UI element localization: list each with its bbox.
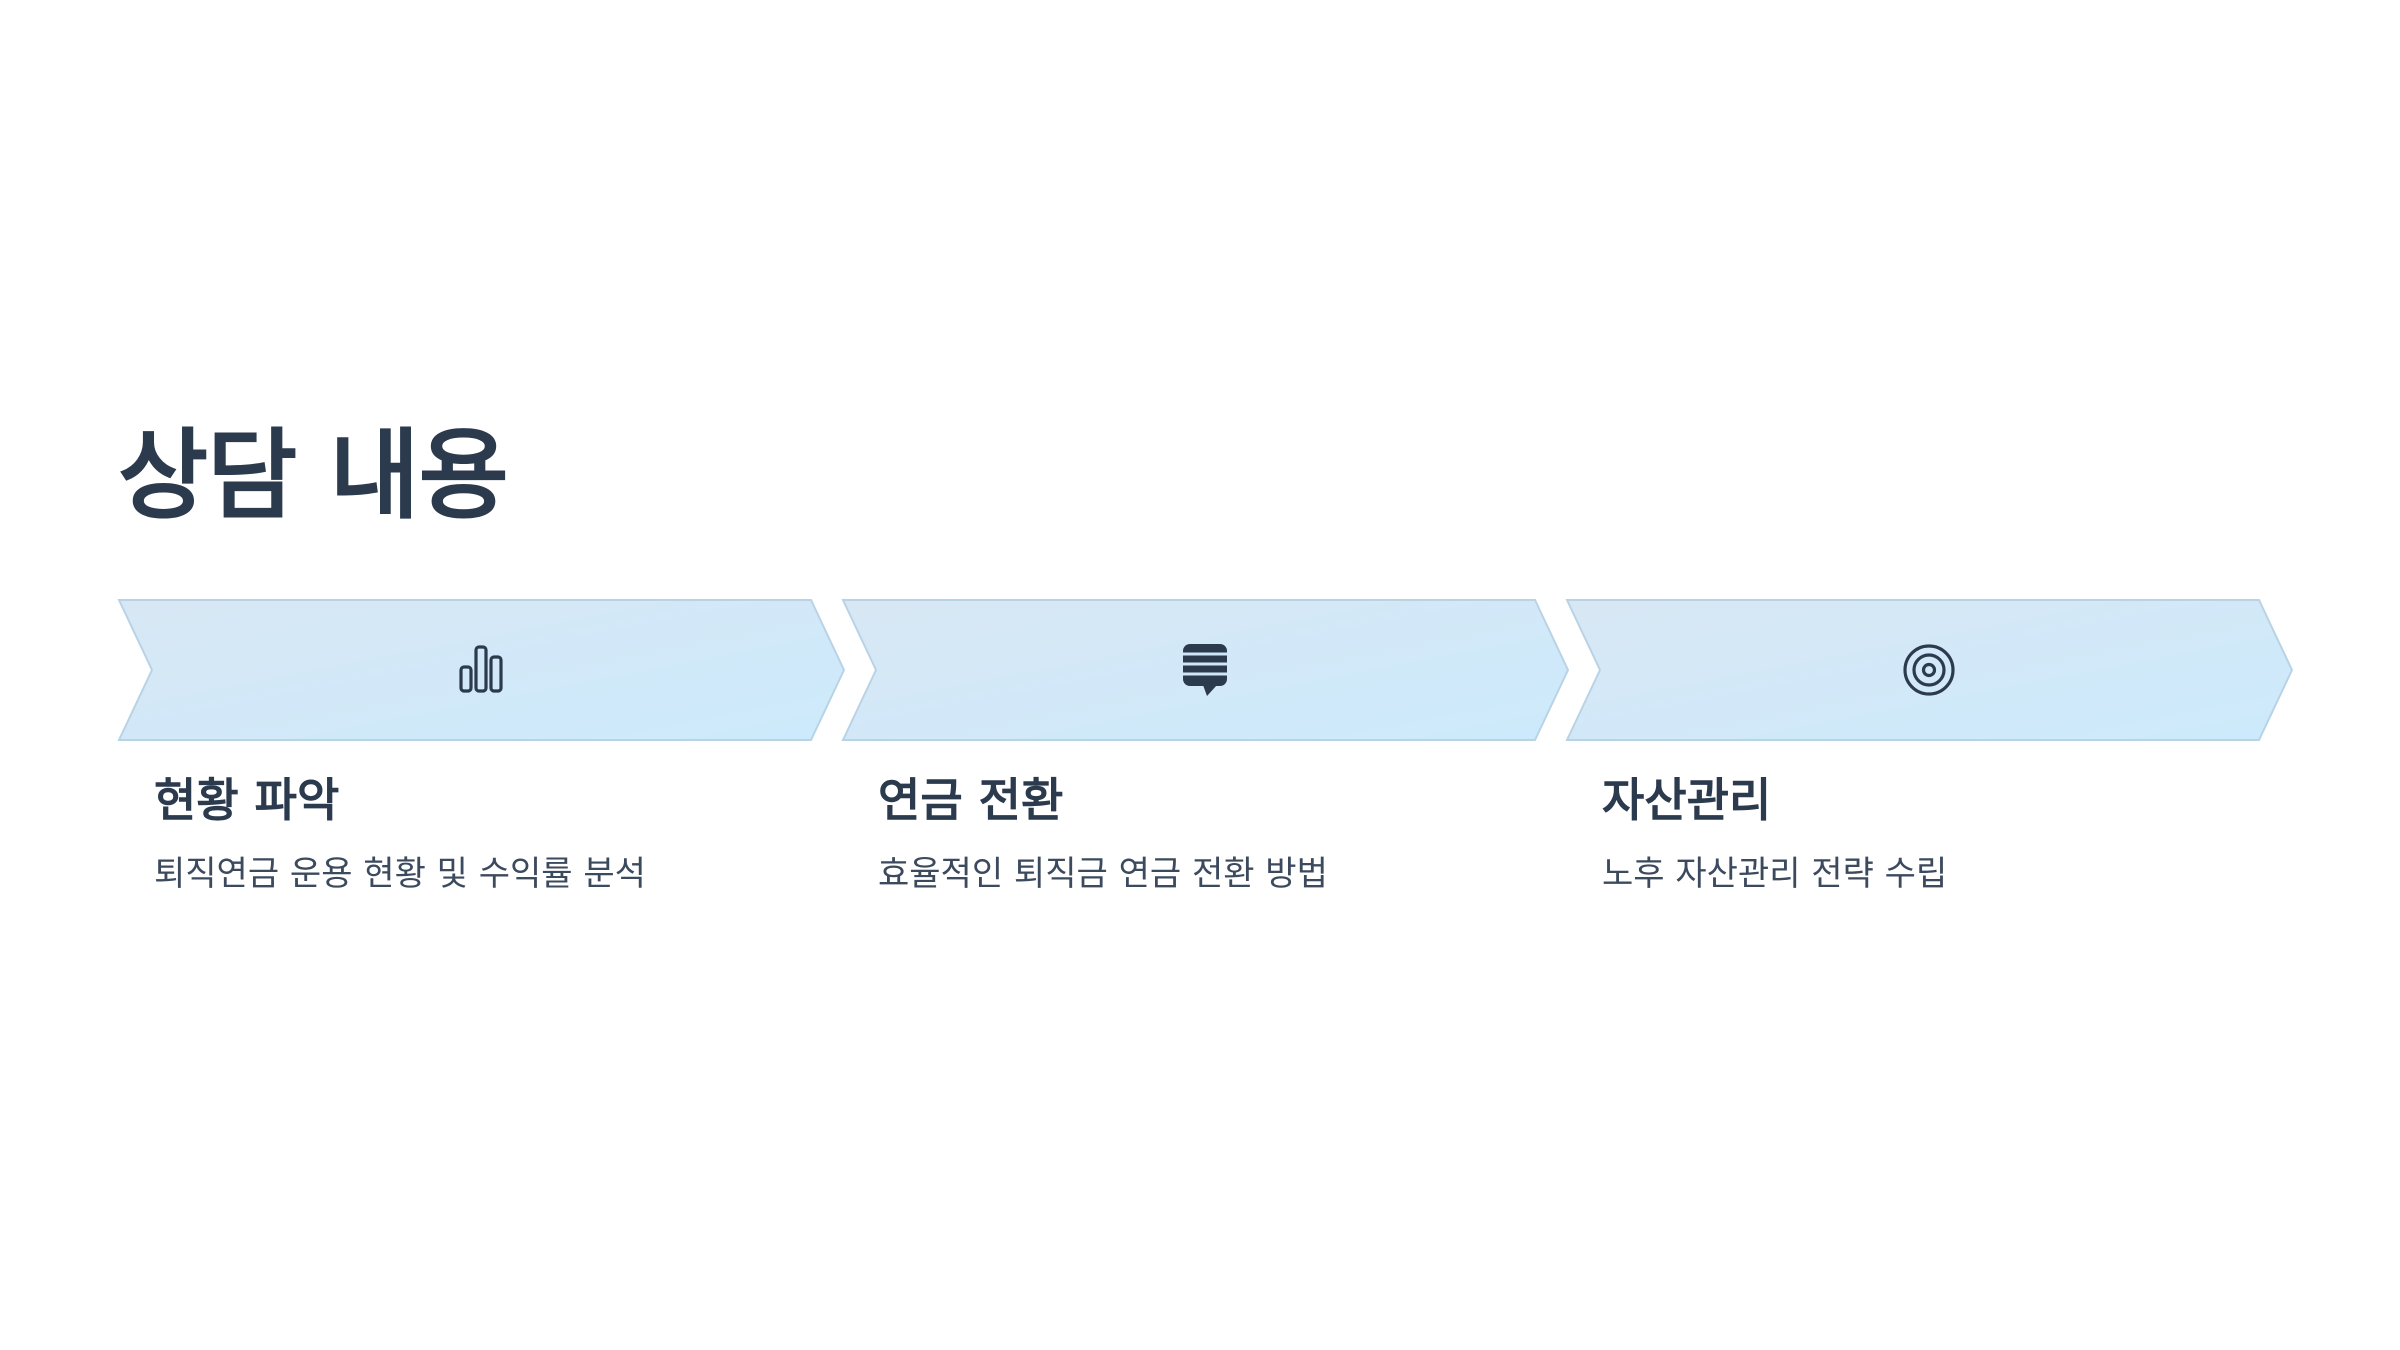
bar-chart-icon [459, 645, 503, 693]
step-title: 연금 전환 [878, 773, 1064, 827]
chevron-shape [117, 599, 846, 741]
step-title: 자산관리 [1602, 773, 1772, 827]
step-description: 효율적인 퇴직금 연금 전환 방법 [878, 854, 1328, 894]
chat-bubble-icon [1183, 644, 1227, 696]
process-step-1: 현황 파악 퇴직연금 운용 현황 및 수익률 분석 [117, 599, 846, 940]
target-icon [1903, 644, 1955, 696]
process-step-3: 자산관리 노후 자산관리 전략 수립 [1565, 599, 2294, 940]
page-title: 상담 내용 [118, 419, 509, 533]
step-title: 현황 파악 [154, 773, 340, 827]
step-description: 퇴직연금 운용 현황 및 수익률 분석 [154, 854, 646, 894]
step-description: 노후 자산관리 전략 수립 [1602, 854, 1948, 894]
process-step-2: 연금 전환 효율적인 퇴직금 연금 전환 방법 [841, 599, 1570, 940]
chevron-shape [1565, 599, 2294, 741]
